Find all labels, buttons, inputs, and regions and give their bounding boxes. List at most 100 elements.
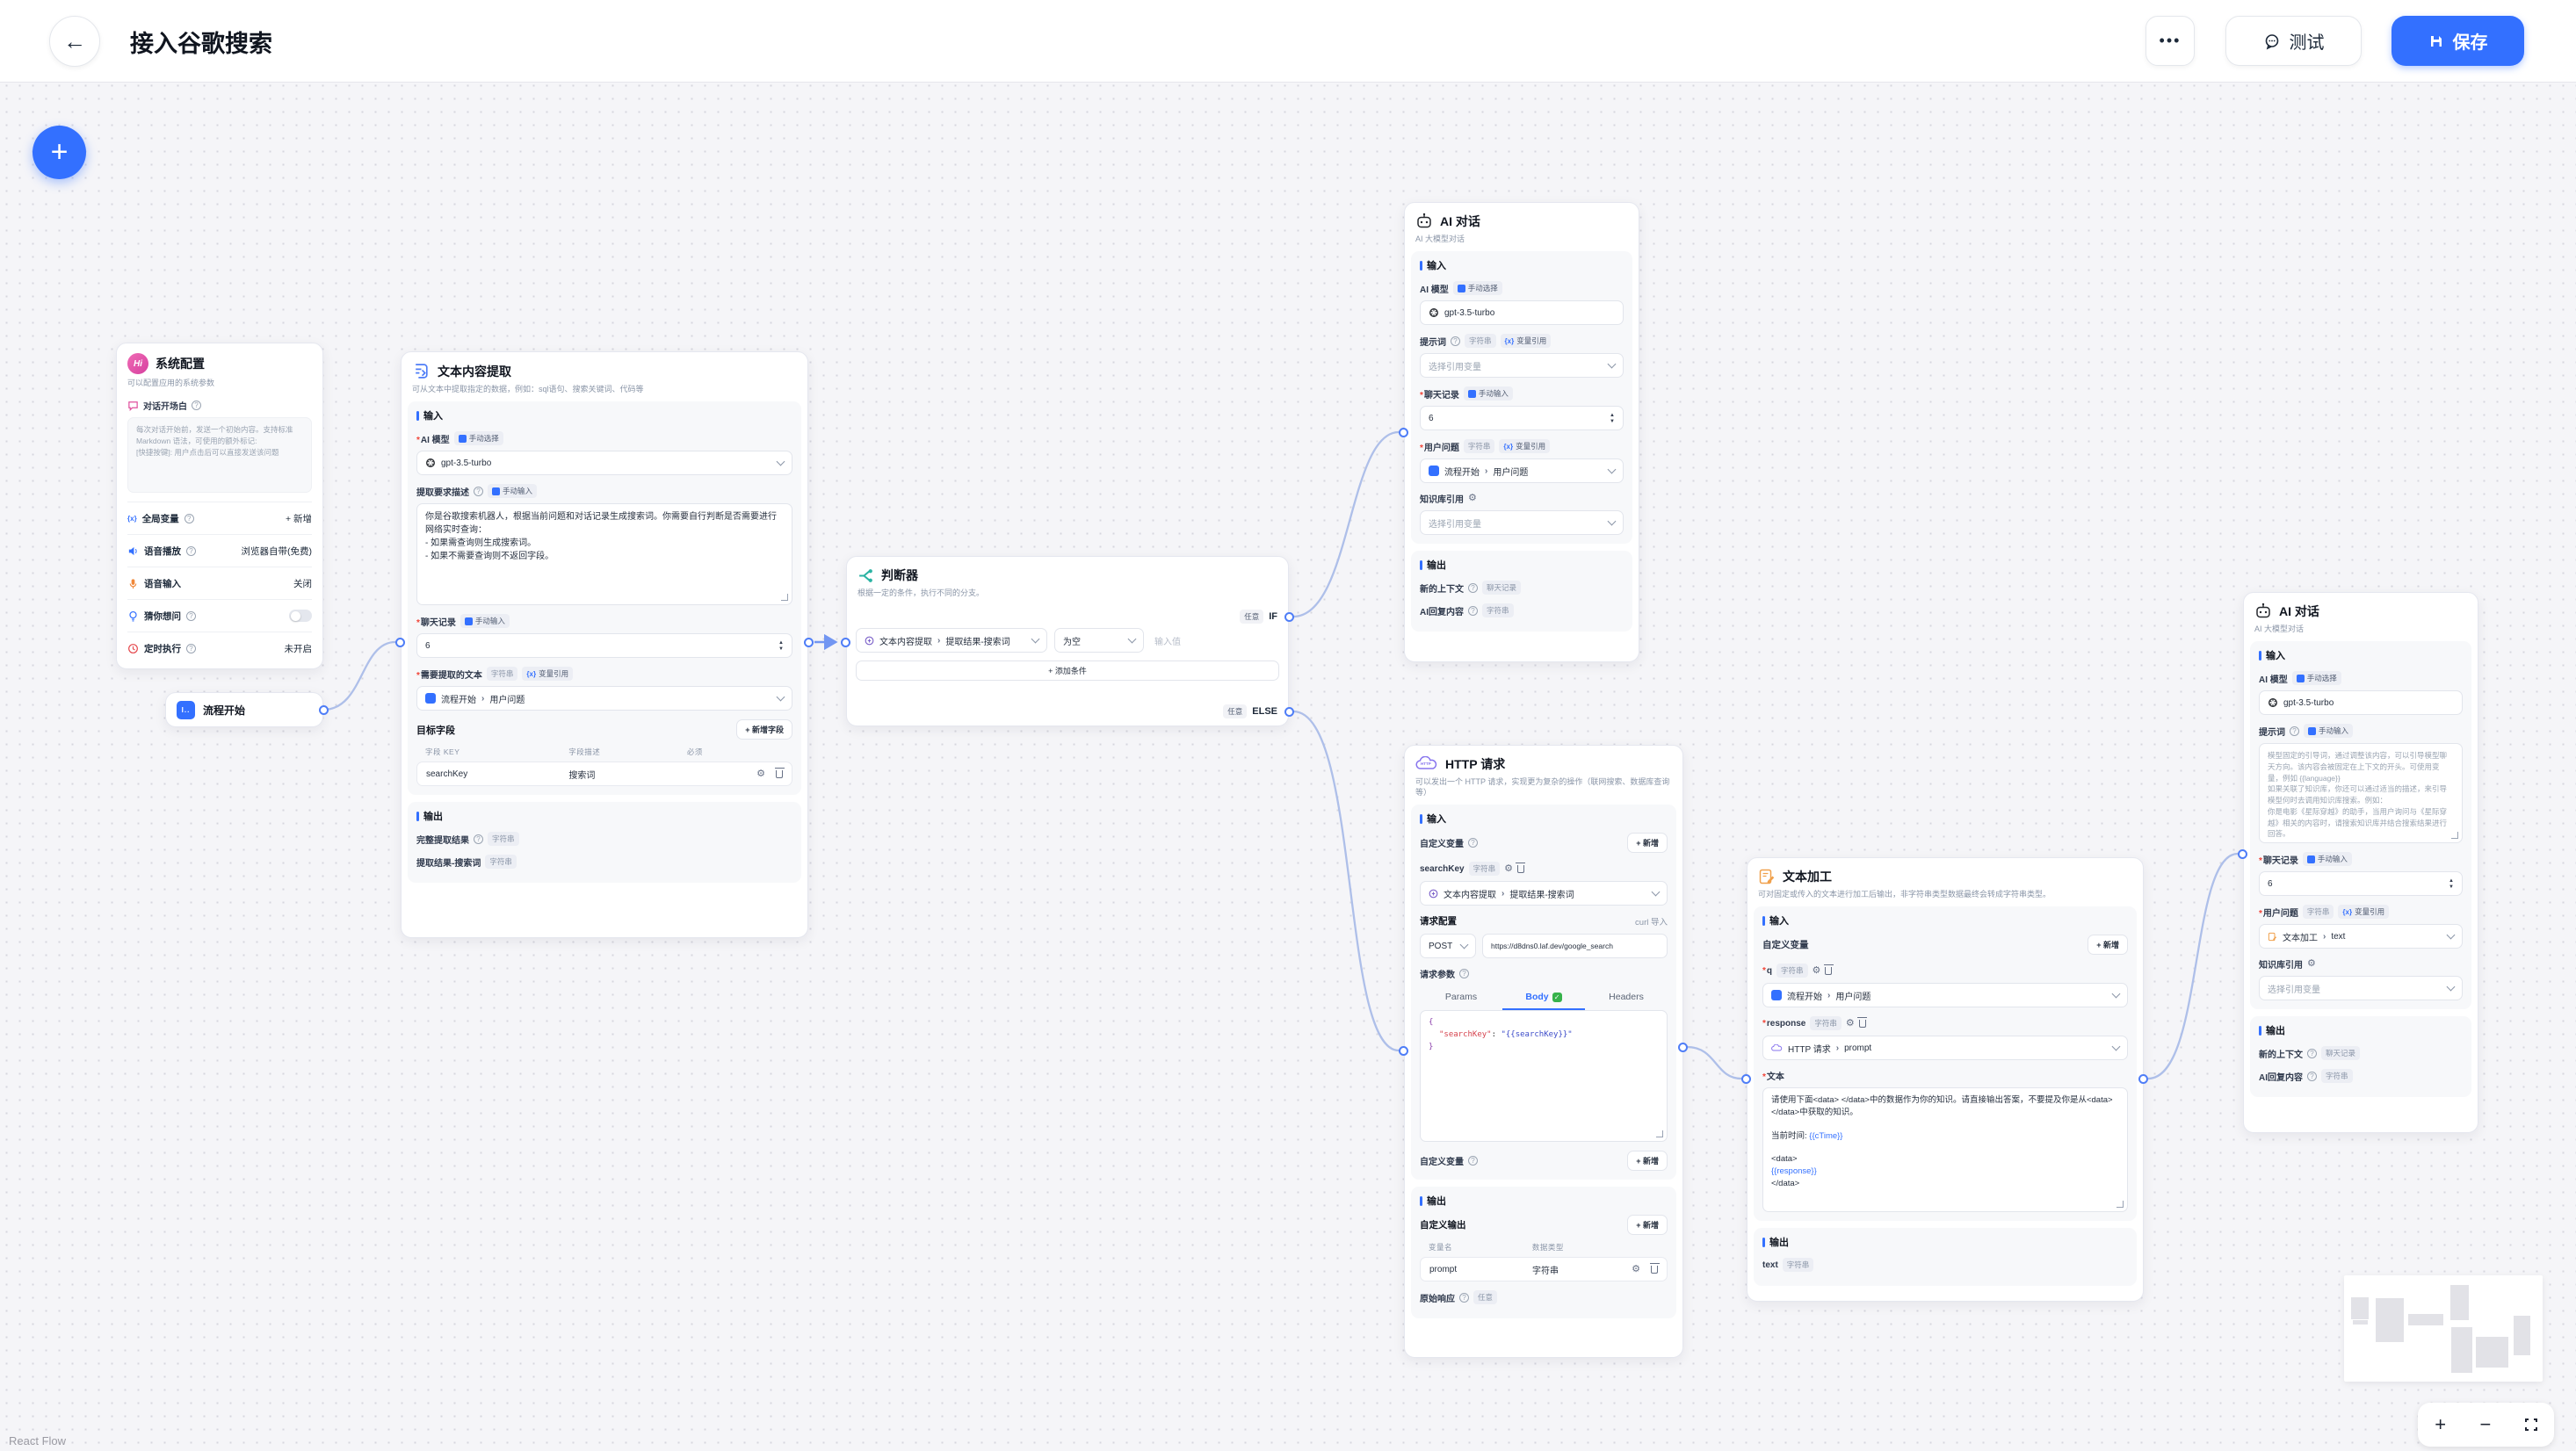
- source-select[interactable]: 流程开始› 用户问题: [416, 686, 792, 711]
- test-button[interactable]: 测试: [2225, 16, 2362, 66]
- handle-extract-out[interactable]: [804, 638, 814, 647]
- text-template-editor[interactable]: 请使用下面<data> </data>中的数据作为你的知识。请直接输出答案，不要…: [1762, 1087, 2128, 1213]
- model-select[interactable]: gpt-3.5-turbo: [2259, 690, 2463, 716]
- kb-select[interactable]: 选择引用变量: [1420, 510, 1624, 536]
- resize-handle-icon[interactable]: [2451, 832, 2458, 840]
- edge-start-extract[interactable]: [322, 640, 396, 711]
- trash-icon[interactable]: [1823, 964, 1834, 975]
- gear-icon[interactable]: ⚙: [1845, 1017, 1855, 1029]
- req-desc-textarea[interactable]: 你是谷歌搜索机器人，根据当前问题和对话记录生成搜索词。你需要自行判断是否需要进行…: [416, 503, 792, 606]
- resize-handle-icon[interactable]: [2117, 1201, 2124, 1209]
- help-icon[interactable]: [192, 401, 201, 411]
- node-http-request[interactable]: HTTP HTTP 请求 可以发出一个 HTTP 请求，实现更为复杂的操作（联网…: [1404, 745, 1683, 1358]
- handle-judge-in[interactable]: [841, 638, 850, 647]
- condition-op-select[interactable]: 为空: [1054, 628, 1144, 653]
- model-select[interactable]: gpt-3.5-turbo: [416, 451, 792, 476]
- handle-http-out[interactable]: [1678, 1043, 1688, 1052]
- gear-icon[interactable]: ⚙: [1468, 493, 1477, 504]
- q-ref-select[interactable]: 流程开始› 用户问题: [1762, 983, 2128, 1008]
- help-icon[interactable]: [2307, 1071, 2317, 1081]
- kb-select[interactable]: 选择引用变量: [2259, 976, 2463, 1001]
- edge-http-textedit[interactable]: [1686, 1045, 1742, 1080]
- help-icon[interactable]: [2307, 1048, 2317, 1058]
- question-select[interactable]: 文本加工› text: [2259, 924, 2463, 949]
- prompt-select[interactable]: 选择引用变量: [1420, 353, 1624, 379]
- model-select[interactable]: gpt-3.5-turbo: [1420, 300, 1624, 326]
- question-select[interactable]: 流程开始› 用户问题: [1420, 458, 1624, 484]
- help-icon[interactable]: [1468, 1156, 1478, 1166]
- handle-judge-if-out[interactable]: [1284, 612, 1294, 622]
- help-icon[interactable]: [1468, 582, 1478, 593]
- welcome-textarea[interactable]: 每次对话开始前，发送一个初始内容。支持标准 Markdown 语法，可使用的额外…: [127, 417, 312, 494]
- stt-row[interactable]: 语音输入 关闭: [127, 567, 312, 599]
- response-ref-select[interactable]: HTTP 请求› prompt: [1762, 1036, 2128, 1061]
- node-text-editor[interactable]: 文本加工 可对固定或传入的文本进行加工后输出，非字符串类型数据最终会转成字符串类…: [1747, 857, 2144, 1302]
- help-icon[interactable]: [1459, 969, 1469, 979]
- guess-toggle[interactable]: [289, 610, 312, 623]
- history-input[interactable]: 6▲▼: [416, 633, 792, 659]
- trash-icon[interactable]: [1649, 1262, 1660, 1274]
- var-ref-select[interactable]: 文本内容提取› 提取结果-搜索词: [1420, 881, 1668, 906]
- add-condition-button[interactable]: + 添加条件: [856, 661, 1279, 682]
- handle-textedit-in[interactable]: [1741, 1074, 1751, 1084]
- add-var-button[interactable]: + 新增: [1627, 1151, 1668, 1172]
- output-row[interactable]: prompt 字符串 ⚙: [1420, 1257, 1668, 1282]
- stepper-icons[interactable]: ▲▼: [1610, 412, 1615, 424]
- zoom-out-button[interactable]: −: [2479, 1413, 2492, 1435]
- trash-icon[interactable]: [1516, 862, 1526, 873]
- zoom-in-button[interactable]: +: [2435, 1413, 2447, 1435]
- node-system-config[interactable]: Hi 系统配置 可以配置应用的系统参数 对话开场白 每次对话开始前，发送一个初始…: [116, 343, 323, 669]
- add-var-button[interactable]: + 新增: [1627, 833, 1668, 854]
- help-icon[interactable]: [474, 834, 483, 844]
- help-icon[interactable]: [186, 545, 196, 556]
- help-icon[interactable]: [186, 610, 196, 621]
- node-flow-start[interactable]: I.. 流程开始: [165, 692, 323, 727]
- body-code-editor[interactable]: { "searchKey": "{{searchKey}}" }: [1420, 1010, 1668, 1143]
- handle-chat1-in[interactable]: [1399, 428, 1408, 437]
- save-button[interactable]: 保存: [2391, 16, 2524, 66]
- help-icon[interactable]: [1468, 838, 1478, 848]
- tab-body[interactable]: Body: [1502, 987, 1585, 1011]
- node-ai-chat-top[interactable]: AI 对话 AI 大模型对话 输入 AI 模型 手动选择 gpt-3.5-tur…: [1404, 202, 1639, 662]
- handle-judge-else-out[interactable]: [1284, 707, 1294, 717]
- field-row[interactable]: searchKey 搜索词 ⚙: [416, 762, 792, 787]
- add-var-button[interactable]: + 新增: [2088, 935, 2128, 956]
- resize-handle-icon[interactable]: [1656, 1130, 1663, 1138]
- gear-icon[interactable]: ⚙: [1812, 964, 1821, 976]
- tts-row[interactable]: 语音播放 浏览器自带(免费): [127, 534, 312, 567]
- help-icon[interactable]: [184, 513, 194, 523]
- edge-textedit-chat[interactable]: [2147, 852, 2239, 1080]
- gear-icon[interactable]: ⚙: [1504, 863, 1513, 874]
- help-icon[interactable]: [1459, 1292, 1469, 1303]
- back-button[interactable]: ←: [49, 16, 100, 67]
- tab-headers[interactable]: Headers: [1609, 992, 1644, 1003]
- schedule-row[interactable]: 定时执行 未开启: [127, 632, 312, 664]
- add-output-button[interactable]: + 新增: [1627, 1215, 1668, 1236]
- fit-view-button[interactable]: [2523, 1418, 2538, 1432]
- stepper-icons[interactable]: ▲▼: [2449, 877, 2454, 890]
- guess-row[interactable]: 猜你想问: [127, 599, 312, 632]
- help-icon[interactable]: [474, 486, 483, 496]
- help-icon[interactable]: [1451, 336, 1460, 346]
- edge-judge-else-http[interactable]: [1292, 710, 1400, 1052]
- condition-var-select[interactable]: 文本内容提取› 提取结果-搜索词: [856, 628, 1047, 653]
- minimap[interactable]: [2344, 1275, 2543, 1382]
- gear-icon[interactable]: ⚙: [1632, 1263, 1640, 1274]
- global-var-row[interactable]: {x}全局变量 + 新增: [127, 502, 312, 534]
- add-node-button[interactable]: +: [33, 126, 86, 179]
- more-button[interactable]: •••: [2145, 16, 2195, 66]
- gear-icon[interactable]: ⚙: [2307, 958, 2316, 970]
- prompt-textarea[interactable]: 模型固定的引导词，通过调整该内容，可以引导模型聊天方向。该内容会被固定在上下文的…: [2259, 743, 2463, 844]
- gear-icon[interactable]: ⚙: [756, 768, 765, 779]
- handle-extract-in[interactable]: [395, 638, 405, 647]
- history-input[interactable]: 6▲▼: [1420, 406, 1624, 431]
- handle-textedit-out[interactable]: [2138, 1074, 2148, 1084]
- react-flow-attribution[interactable]: React Flow: [9, 1434, 67, 1447]
- trash-icon[interactable]: [1857, 1016, 1868, 1028]
- history-input[interactable]: 6▲▼: [2259, 871, 2463, 897]
- stepper-icons[interactable]: ▲▼: [778, 639, 784, 652]
- edge-judge-if-chat[interactable]: [1292, 430, 1400, 618]
- help-icon[interactable]: [186, 643, 196, 653]
- node-judge[interactable]: 判断器 根据一定的条件，执行不同的分支。 任意 IF 文本内容提取› 提取结果-…: [846, 556, 1289, 726]
